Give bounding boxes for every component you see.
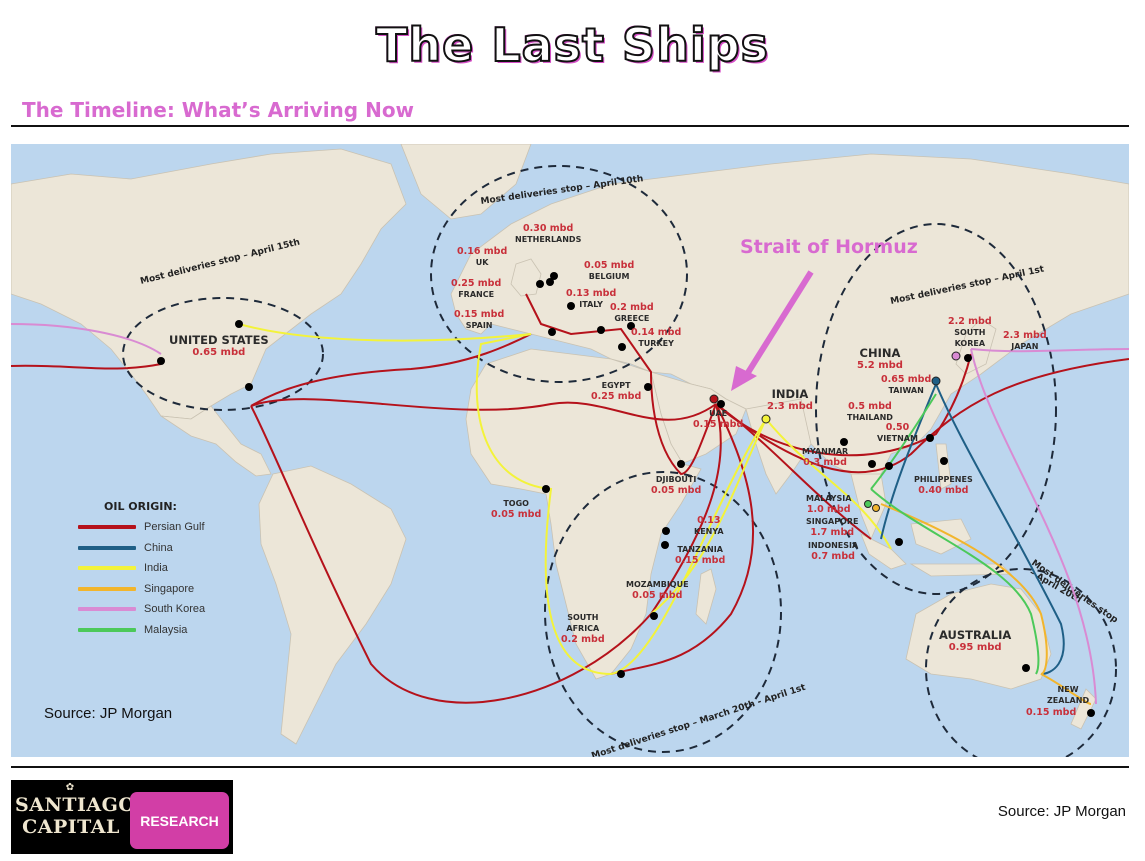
footer-source: Source: JP Morgan	[997, 803, 1126, 820]
santiago-capital-logo: ✿ SANTIAGO CAPITAL RESEARCH	[11, 780, 233, 854]
legend-item-singapore: Singapore	[78, 579, 205, 600]
delivery-zones	[122, 165, 1117, 757]
research-badge: RESEARCH	[130, 792, 229, 849]
legend-item-south-korea: South Korea	[78, 599, 205, 620]
land-masses	[11, 144, 1129, 745]
legend-item-india: India	[78, 558, 205, 579]
legend-item-persian-gulf: Persian Gulf	[78, 517, 205, 538]
world-shipping-map: Most deliveries stop – April 15th Most d…	[11, 144, 1129, 757]
bottom-divider	[11, 766, 1129, 768]
oil-origin-legend: OIL ORIGIN: Persian Gulf China India Sin…	[78, 500, 205, 640]
strait-of-hormuz-annotation: Strait of Hormuz	[740, 236, 918, 258]
map-source-note: Source: JP Morgan	[44, 705, 173, 722]
map-graphic: Most deliveries stop – April 15th Most d…	[11, 144, 1129, 757]
legend-item-china: China	[78, 538, 205, 559]
legend-item-malaysia: Malaysia	[78, 620, 205, 641]
top-divider	[11, 125, 1129, 127]
label-new-zealand-value: 0.15 mbd	[1026, 707, 1077, 718]
shell-icon: ✿	[65, 782, 75, 793]
svg-text:Most deliveries stop – March 2: Most deliveries stop – March 20th - Apri…	[590, 683, 807, 757]
page-title: The Last Ships	[375, 17, 770, 73]
destination-dots	[157, 272, 1095, 717]
shipping-routes	[11, 293, 1129, 705]
hormuz-arrow	[731, 270, 814, 391]
logo-wordmark: SANTIAGO CAPITAL	[15, 794, 136, 838]
legend-title: OIL ORIGIN:	[104, 500, 177, 513]
section-subtitle: The Timeline: What’s Arriving Now	[22, 98, 415, 122]
